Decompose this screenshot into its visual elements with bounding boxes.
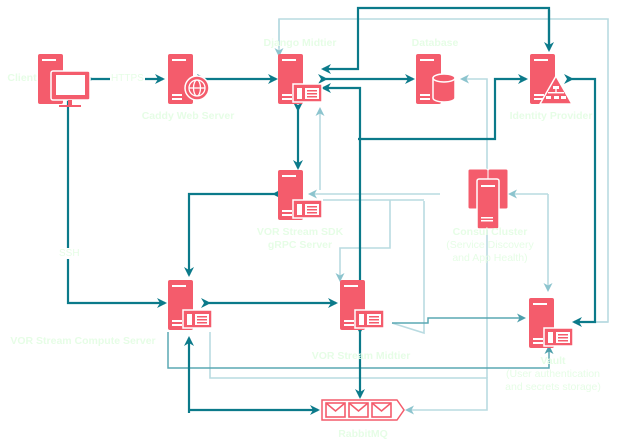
edge-client-compute (63, 85, 167, 308)
label-rabbit: RabbitMQ (338, 428, 388, 440)
edge-consul-database (460, 74, 488, 175)
app-window-icon (354, 309, 385, 329)
edge-compute-consul-bottom (209, 332, 488, 415)
label-vormid: VOR Stream Midtier (311, 350, 411, 362)
envelope-icon (325, 402, 346, 418)
node-compute[interactable] (168, 280, 213, 330)
edge-django-idp (358, 74, 528, 141)
label-caddy: Caddy Web Server (141, 110, 235, 122)
edge-idp-vault (564, 74, 597, 327)
app-window-icon (292, 199, 323, 219)
label-idp: Identity Provider (509, 110, 593, 122)
label-client: Client (7, 72, 37, 84)
node-client[interactable] (38, 54, 91, 107)
network-triangle-icon (538, 74, 574, 105)
label-django: Django Midtier (263, 37, 337, 49)
label-database: Database (411, 37, 459, 49)
edge-sdk-vormid (335, 200, 391, 282)
node-caddy[interactable] (168, 54, 210, 104)
edge-consul-sdk-2 (391, 201, 425, 335)
primary-edges (63, 6, 597, 415)
node-rabbit[interactable] (321, 399, 405, 421)
envelope-icon (371, 402, 392, 418)
node-vormid[interactable] (340, 280, 385, 330)
node-idp[interactable] (530, 54, 574, 105)
app-window-icon (543, 327, 574, 347)
database-cylinder-icon (432, 73, 456, 103)
label-compute: VOR Stream Compute Server (10, 335, 156, 347)
node-database[interactable] (416, 54, 456, 104)
edge-vormid-vault (392, 313, 526, 324)
node-sdk[interactable] (278, 170, 323, 220)
node-django[interactable] (278, 54, 323, 104)
edge-label-ssh: SSH (58, 248, 81, 259)
app-window-icon (182, 309, 213, 329)
node-vault[interactable] (529, 298, 574, 348)
edge-sdk-compute (184, 189, 282, 277)
edge-vormid-django (321, 83, 362, 285)
edge-django-vault-top (278, 18, 609, 323)
globe-icon (184, 75, 210, 101)
node-consul[interactable] (467, 168, 509, 230)
envelope-icon (348, 402, 369, 418)
edge-label-https: HTTPS (110, 73, 145, 84)
secondary-edges (209, 18, 609, 415)
app-window-icon (292, 83, 323, 103)
